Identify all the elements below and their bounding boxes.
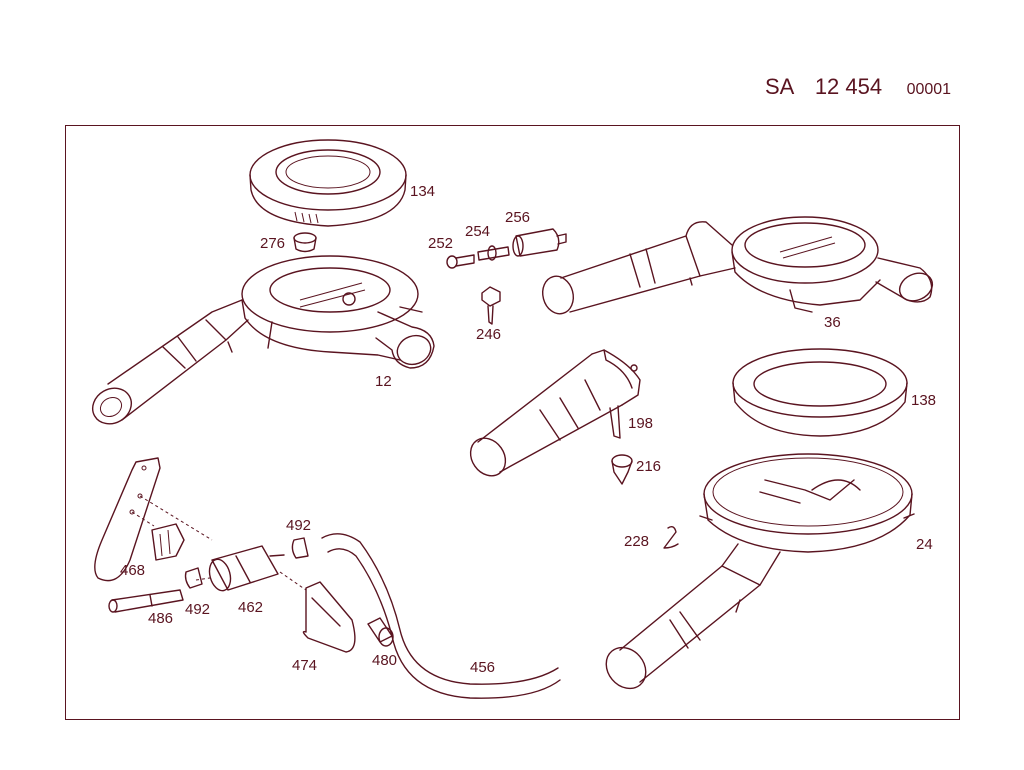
part-24-air-cleaner-housing[interactable] xyxy=(598,453,915,696)
callout-474: 474 xyxy=(292,657,317,674)
part-138-filter-element[interactable] xyxy=(732,348,908,437)
callout-134: 134 xyxy=(410,183,435,200)
drawing-number: 12 454 xyxy=(814,74,883,99)
part-480-bolt[interactable] xyxy=(367,617,394,647)
part-228-clip[interactable] xyxy=(663,525,679,549)
callout-492-upper: 492 xyxy=(286,517,311,534)
callout-36: 36 xyxy=(824,314,841,331)
part-474-holder[interactable] xyxy=(302,581,356,653)
part-462-filter[interactable] xyxy=(206,545,285,593)
part-456-line[interactable] xyxy=(321,533,561,699)
part-256-rubber-mount[interactable] xyxy=(512,228,567,257)
callout-254: 254 xyxy=(465,223,490,240)
drawing-header: SA 12 454 00001 xyxy=(765,74,951,104)
callout-486: 486 xyxy=(148,610,173,627)
part-246-screw[interactable] xyxy=(481,286,501,325)
part-12-air-cleaner-housing[interactable] xyxy=(86,255,435,431)
callout-456: 456 xyxy=(470,659,495,676)
callout-462: 462 xyxy=(238,599,263,616)
part-254-stud[interactable] xyxy=(477,245,510,261)
diagram-frame xyxy=(65,125,960,720)
part-198-intake-pipe[interactable] xyxy=(463,349,641,483)
callout-12: 12 xyxy=(375,373,392,390)
part-216-valve[interactable] xyxy=(611,454,633,485)
callout-492-lower: 492 xyxy=(185,601,210,618)
callout-480: 480 xyxy=(372,652,397,669)
part-36-air-cleaner-housing[interactable] xyxy=(539,216,937,317)
part-492-clamp-lower[interactable] xyxy=(184,567,203,589)
callout-198: 198 xyxy=(628,415,653,432)
sheet-number: 00001 xyxy=(906,81,952,98)
part-492-clamp-upper[interactable] xyxy=(291,537,309,559)
callout-468: 468 xyxy=(120,562,145,579)
callout-216: 216 xyxy=(636,458,661,475)
part-252-bolt[interactable] xyxy=(446,254,475,269)
callout-228: 228 xyxy=(624,533,649,550)
callout-246: 246 xyxy=(476,326,501,343)
callout-256: 256 xyxy=(505,209,530,226)
callout-24: 24 xyxy=(916,536,933,553)
part-486-hose[interactable] xyxy=(108,589,184,613)
callout-138: 138 xyxy=(911,392,936,409)
callout-276: 276 xyxy=(260,235,285,252)
part-134-filter-element[interactable] xyxy=(249,139,407,227)
part-276-cap[interactable] xyxy=(293,232,317,253)
callout-252: 252 xyxy=(428,235,453,252)
part-468-bracket[interactable] xyxy=(94,457,185,582)
drawing-prefix: SA xyxy=(765,74,795,99)
